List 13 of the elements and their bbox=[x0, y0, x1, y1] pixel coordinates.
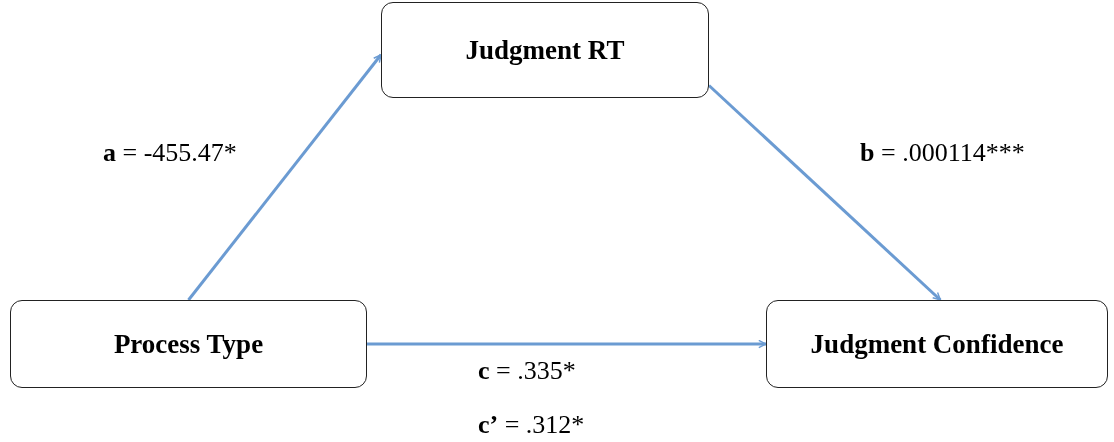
path-coefficient: c’ = .312* bbox=[478, 410, 585, 440]
variable-name: Judgment Confidence bbox=[810, 328, 1064, 360]
arrow bbox=[708, 84, 942, 302]
variable-name: Process Type bbox=[113, 328, 264, 360]
variable-box bbox=[766, 300, 1108, 388]
variable-box bbox=[381, 2, 709, 98]
edge-label: a = -455.47* bbox=[103, 138, 237, 168]
variable-name: Judgment RT bbox=[465, 34, 625, 66]
variable-box bbox=[10, 300, 367, 388]
arrow bbox=[367, 339, 767, 349]
arrow bbox=[187, 53, 383, 301]
edge-label: c = .335* bbox=[478, 356, 576, 386]
edge-label: b = .000114*** bbox=[860, 138, 1025, 168]
